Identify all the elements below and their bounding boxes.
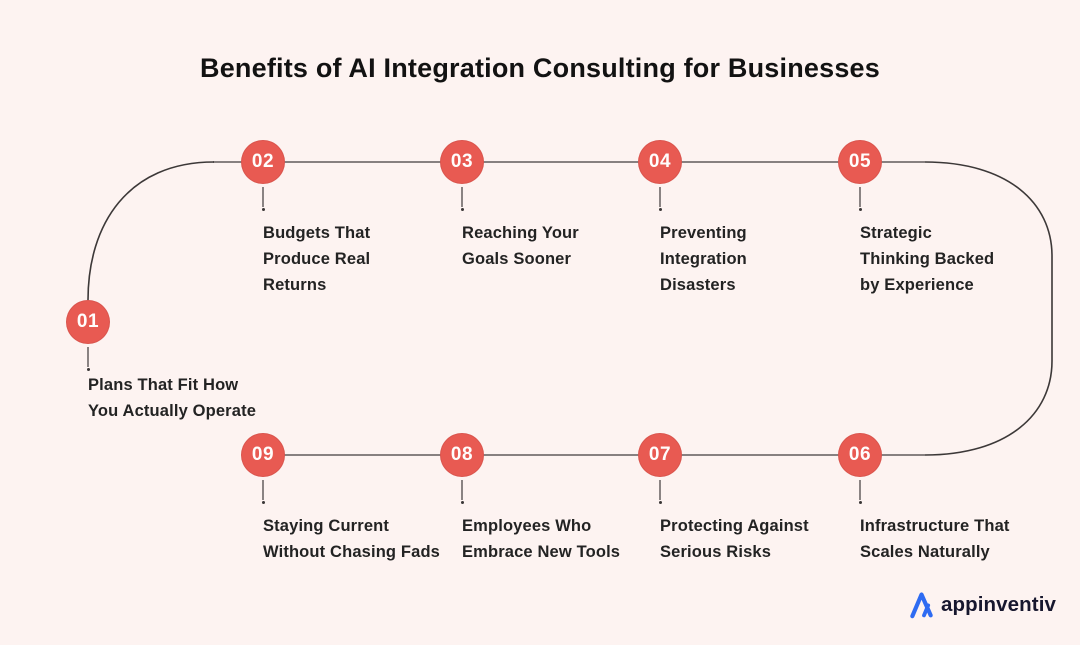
left-curve	[87, 161, 215, 301]
node-04-number-badge: 04	[638, 140, 682, 184]
node-01-label: Plans That Fit How You Actually Operate	[88, 376, 257, 420]
node-03-tick	[461, 187, 463, 207]
node-09-label: Staying Current Without Chasing Fads	[263, 517, 441, 561]
node-09-tick-dot	[261, 501, 265, 504]
node-07-tick	[659, 480, 661, 500]
node-03-tick-dot	[460, 208, 464, 211]
node-01-tick	[87, 347, 89, 367]
node-06-label: Infrastructure That Scales Naturally	[860, 517, 1010, 561]
node-02-number-badge: 02	[241, 140, 285, 184]
node-01-number-badge: 01	[66, 300, 110, 344]
node-01-tick-dot	[86, 368, 90, 371]
node-08-tick	[461, 480, 463, 500]
node-05-label: Strategic Thinking Backed by Experience	[860, 224, 995, 294]
node-04-tick	[659, 187, 661, 207]
appinventiv-a-icon	[910, 592, 933, 619]
node-07-label: Protecting Against Serious Risks	[660, 517, 809, 561]
page-title: Benefits of AI Integration Consulting fo…	[200, 53, 880, 83]
node-07-tick-dot	[658, 501, 662, 504]
brand-logo: appinventiv	[909, 590, 1056, 619]
node-08-tick-dot	[460, 501, 464, 504]
node-08-label: Employees Who Embrace New Tools	[462, 517, 621, 561]
node-06-tick-dot	[858, 501, 862, 504]
node-05-tick-dot	[858, 208, 862, 211]
node-06-tick	[859, 480, 861, 500]
node-03-number-badge: 03	[440, 140, 484, 184]
node-04-tick-dot	[658, 208, 662, 211]
node-02-tick	[262, 187, 264, 207]
node-02-tick-dot	[261, 208, 265, 211]
node-08-number-badge: 08	[440, 433, 484, 477]
node-06-number-badge: 06	[838, 433, 882, 477]
node-09-number-badge: 09	[241, 433, 285, 477]
node-09-tick	[262, 480, 264, 500]
brand-logo-text: appinventiv	[940, 592, 1056, 616]
node-03-label: Reaching Your Goals Sooner	[462, 224, 579, 268]
node-05-number-badge: 05	[838, 140, 882, 184]
right-curve	[924, 161, 1053, 456]
node-02-label: Budgets That Produce Real Returns	[263, 224, 371, 294]
node-05-tick	[859, 187, 861, 207]
node-07-number-badge: 07	[638, 433, 682, 477]
node-04-label: Preventing Integration Disasters	[660, 224, 747, 294]
